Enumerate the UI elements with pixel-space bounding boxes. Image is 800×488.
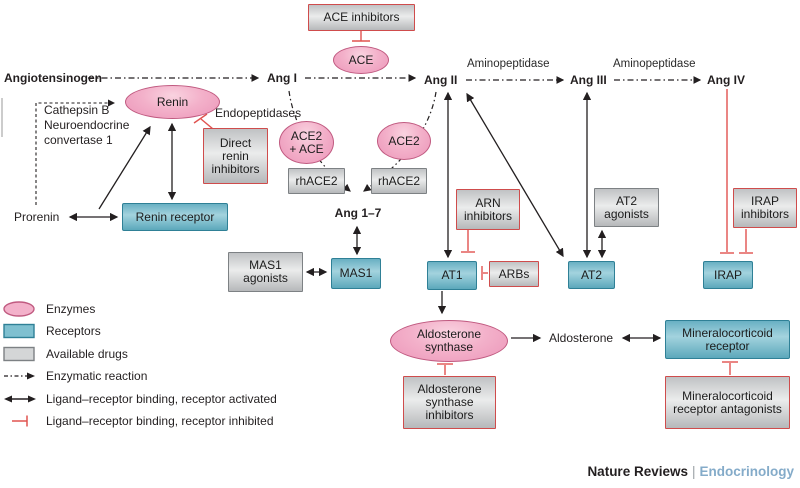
- label-prorenin: Prorenin: [14, 210, 60, 224]
- drug-arn-inhibitors: ARN inhibitors: [456, 189, 520, 230]
- drug-rhace2-left-label: rhACE2: [295, 173, 338, 188]
- legend-row-receptors: Receptors: [3, 323, 277, 339]
- drug-rhace2-right-label: rhACE2: [377, 173, 421, 188]
- legend-row-enzymes: Enzymes: [3, 300, 277, 317]
- drug-arn-inhibitors-label: ARN inhibitors: [463, 195, 513, 223]
- legend-label-enzymatic-reaction: Enzymatic reaction: [46, 369, 148, 383]
- drug-arbs-label: ARBs: [498, 266, 530, 281]
- footer-brand: Nature Reviews: [587, 464, 688, 479]
- legend-row-binding-activated: Ligand–receptor binding, receptor activa…: [3, 391, 277, 406]
- legend-row-enzymatic-reaction: Enzymatic reaction: [3, 369, 277, 384]
- drug-rhace2-right: rhACE2: [371, 168, 427, 194]
- inhibit-tee-icon: [3, 414, 37, 428]
- receptor-irap-label: IRAP: [713, 267, 742, 282]
- enzyme-ace2-ace-line2: + ACE: [289, 141, 324, 156]
- journal-footer: Nature Reviews|Endocrinology: [587, 464, 794, 479]
- drug-at2-agonists: AT2 agonists: [594, 188, 659, 227]
- drug-direct-renin-inhibitors-label: Direct renin inhibitors: [211, 135, 260, 176]
- enzyme-renin: Renin: [125, 85, 220, 119]
- receptor-irap: IRAP: [703, 261, 753, 289]
- receptor-at1-label: AT1: [441, 268, 463, 282]
- receptor-rect-icon: [3, 323, 37, 339]
- label-ang-1-7: Ang 1–7: [334, 206, 382, 220]
- drug-direct-renin-inhibitors: Direct renin inhibitors: [203, 128, 268, 184]
- enzyme-ellipse-icon: [3, 300, 37, 317]
- legend-label-drugs: Available drugs: [46, 346, 128, 361]
- label-aminopeptidase-1: Aminopeptidase: [467, 58, 550, 70]
- legend-row-drugs: Available drugs: [3, 346, 277, 361]
- drug-arbs: ARBs: [489, 261, 539, 287]
- legend-label-binding-inhibited: Ligand–receptor binding, receptor inhibi…: [46, 414, 274, 428]
- legend-row-binding-inhibited: Ligand–receptor binding, receptor inhibi…: [3, 414, 277, 429]
- drug-rhace2-left: rhACE2: [288, 168, 345, 194]
- drug-mineralocorticoid-receptor-antagonists-label: Mineralocorticoid receptor antagonists: [673, 388, 782, 416]
- double-arrow-icon: [3, 393, 37, 405]
- label-ang-i: Ang I: [267, 71, 297, 85]
- receptor-mineralocorticoid: Mineralocorticoid receptor: [665, 320, 790, 359]
- inhibit-dri-renin-line: [200, 118, 214, 130]
- enzyme-renin-label: Renin: [156, 94, 189, 109]
- legend-label-binding-activated: Ligand–receptor binding, receptor activa…: [46, 391, 277, 406]
- footer-separator: |: [691, 464, 696, 479]
- label-cathepsin-line1: Cathepsin B: [44, 103, 110, 117]
- receptor-renin-receptor-label: Renin receptor: [135, 209, 215, 224]
- label-endopeptidases: Endopeptidases: [215, 106, 302, 120]
- drug-at2-agonists-label: AT2 agonists: [604, 193, 649, 221]
- label-ang-ii: Ang II: [424, 73, 458, 87]
- inhibition-lines: [193, 31, 753, 375]
- arrow-angII-at2: [466, 92, 564, 258]
- drug-irap-inhibitors-label: IRAP inhibitors: [740, 194, 790, 221]
- enzyme-aldosterone-synthase-label: Aldosterone synthase: [416, 327, 482, 354]
- inhibit-dri-renin-bar: [193, 113, 208, 124]
- arrow-prorenin-to-renin-enzymatic: [35, 99, 116, 205]
- enzyme-ace2-ace-line1: ACE2: [290, 128, 323, 143]
- drug-ace-inhibitors: ACE inhibitors: [308, 4, 415, 31]
- arrow-prorenin-to-renin: [98, 125, 151, 210]
- label-cathepsin-block: Cathepsin B Neuroendocrine convertase 1: [44, 103, 129, 148]
- enzyme-ace: ACE: [333, 46, 389, 74]
- legend-label-receptors: Receptors: [46, 324, 101, 338]
- drug-irap-inhibitors: IRAP inhibitors: [733, 188, 797, 228]
- label-angiotensinogen: Angiotensinogen: [4, 71, 102, 85]
- label-aminopeptidase-2: Aminopeptidase: [613, 58, 696, 70]
- label-ang-iii: Ang III: [570, 73, 607, 87]
- legend: Enzymes Receptors Available drugs Enzyma…: [3, 300, 277, 429]
- receptor-renin-receptor: Renin receptor: [122, 203, 228, 231]
- drug-mineralocorticoid-receptor-antagonists: Mineralocorticoid receptor antagonists: [665, 376, 790, 429]
- enzyme-ace-label: ACE: [348, 52, 374, 67]
- enzyme-aldosterone-synthase: Aldosterone synthase: [390, 320, 508, 362]
- drug-aldosterone-synthase-inhibitors: Aldosterone synthase inhibitors: [403, 376, 496, 429]
- label-ang-iv: Ang IV: [707, 73, 745, 87]
- legend-label-enzymes: Enzymes: [46, 301, 96, 316]
- arrow-angI-to-ang17-curve: [288, 90, 351, 192]
- label-aldosterone: Aldosterone: [549, 331, 614, 345]
- label-cathepsin-line3: convertase 1: [44, 133, 113, 147]
- receptor-mineralocorticoid-label: Mineralocorticoid receptor: [682, 325, 773, 353]
- receptor-mas1-label: MAS1: [339, 266, 373, 280]
- dashed-arrow-icon: [3, 370, 37, 382]
- receptor-at2-label: AT2: [580, 267, 603, 282]
- enzyme-ace2-ace: ACE2 + ACE: [279, 121, 334, 164]
- drug-mas1-agonists-label: MAS1 agonists: [243, 258, 288, 285]
- enzyme-ace2: ACE2: [377, 122, 431, 160]
- receptor-mas1: MAS1: [331, 258, 381, 289]
- footer-journal: Endocrinology: [699, 464, 795, 479]
- receptor-at2: AT2: [568, 261, 615, 289]
- drug-mas1-agonists: MAS1 agonists: [228, 252, 303, 292]
- label-cathepsin-line2: Neuroendocrine: [44, 118, 130, 132]
- drug-aldosterone-synthase-inhibitors-label: Aldosterone synthase inhibitors: [417, 382, 482, 422]
- enzyme-ace2-label: ACE2: [388, 133, 420, 148]
- drug-ace-inhibitors-label: ACE inhibitors: [323, 10, 400, 24]
- receptor-at1: AT1: [427, 261, 477, 290]
- drug-rect-icon: [3, 346, 37, 362]
